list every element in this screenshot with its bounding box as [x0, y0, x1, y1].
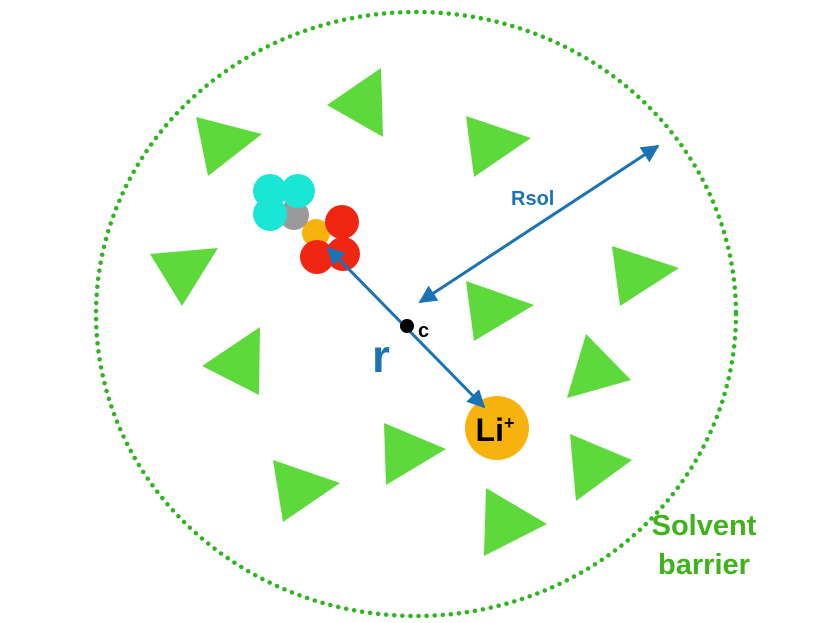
oxygen-atom — [325, 205, 359, 239]
triangle-icon — [484, 488, 547, 556]
triangle-icon — [273, 460, 340, 522]
triangle-icon — [202, 327, 260, 395]
triangle-icon — [567, 334, 631, 398]
triangle-icon — [612, 246, 679, 306]
triangle-icon — [466, 116, 531, 177]
triangle-icon — [570, 434, 632, 501]
triangle-icon — [196, 117, 262, 176]
triangle-icon — [466, 281, 534, 341]
fluorine-atom — [253, 197, 287, 231]
r-label: r — [372, 330, 390, 382]
triangle-icon — [384, 423, 446, 485]
solvent-barrier-boundary — [93, 9, 739, 619]
molecule-icon — [253, 174, 360, 274]
oxygen-atom — [300, 240, 334, 274]
anion-atom — [302, 219, 330, 247]
center-label: c — [418, 320, 429, 342]
ion-circle-icon: Li+ — [465, 396, 529, 460]
ion-label-charge: + — [504, 413, 515, 433]
solvent-barrier-label-line1: Solvent — [652, 510, 757, 542]
triangle-icon — [150, 248, 218, 306]
center-point — [400, 319, 414, 333]
fluorine-atom — [281, 174, 315, 208]
ion-label-main: Li — [476, 412, 504, 448]
ion-label: Li+ — [476, 412, 515, 448]
solvent-molecules — [150, 68, 679, 556]
rsol-label: Rsol — [511, 188, 554, 210]
lithium-ion — [465, 396, 529, 460]
triangle-icon — [327, 68, 383, 137]
solvent-barrier-label-line2: barrier — [658, 549, 750, 581]
